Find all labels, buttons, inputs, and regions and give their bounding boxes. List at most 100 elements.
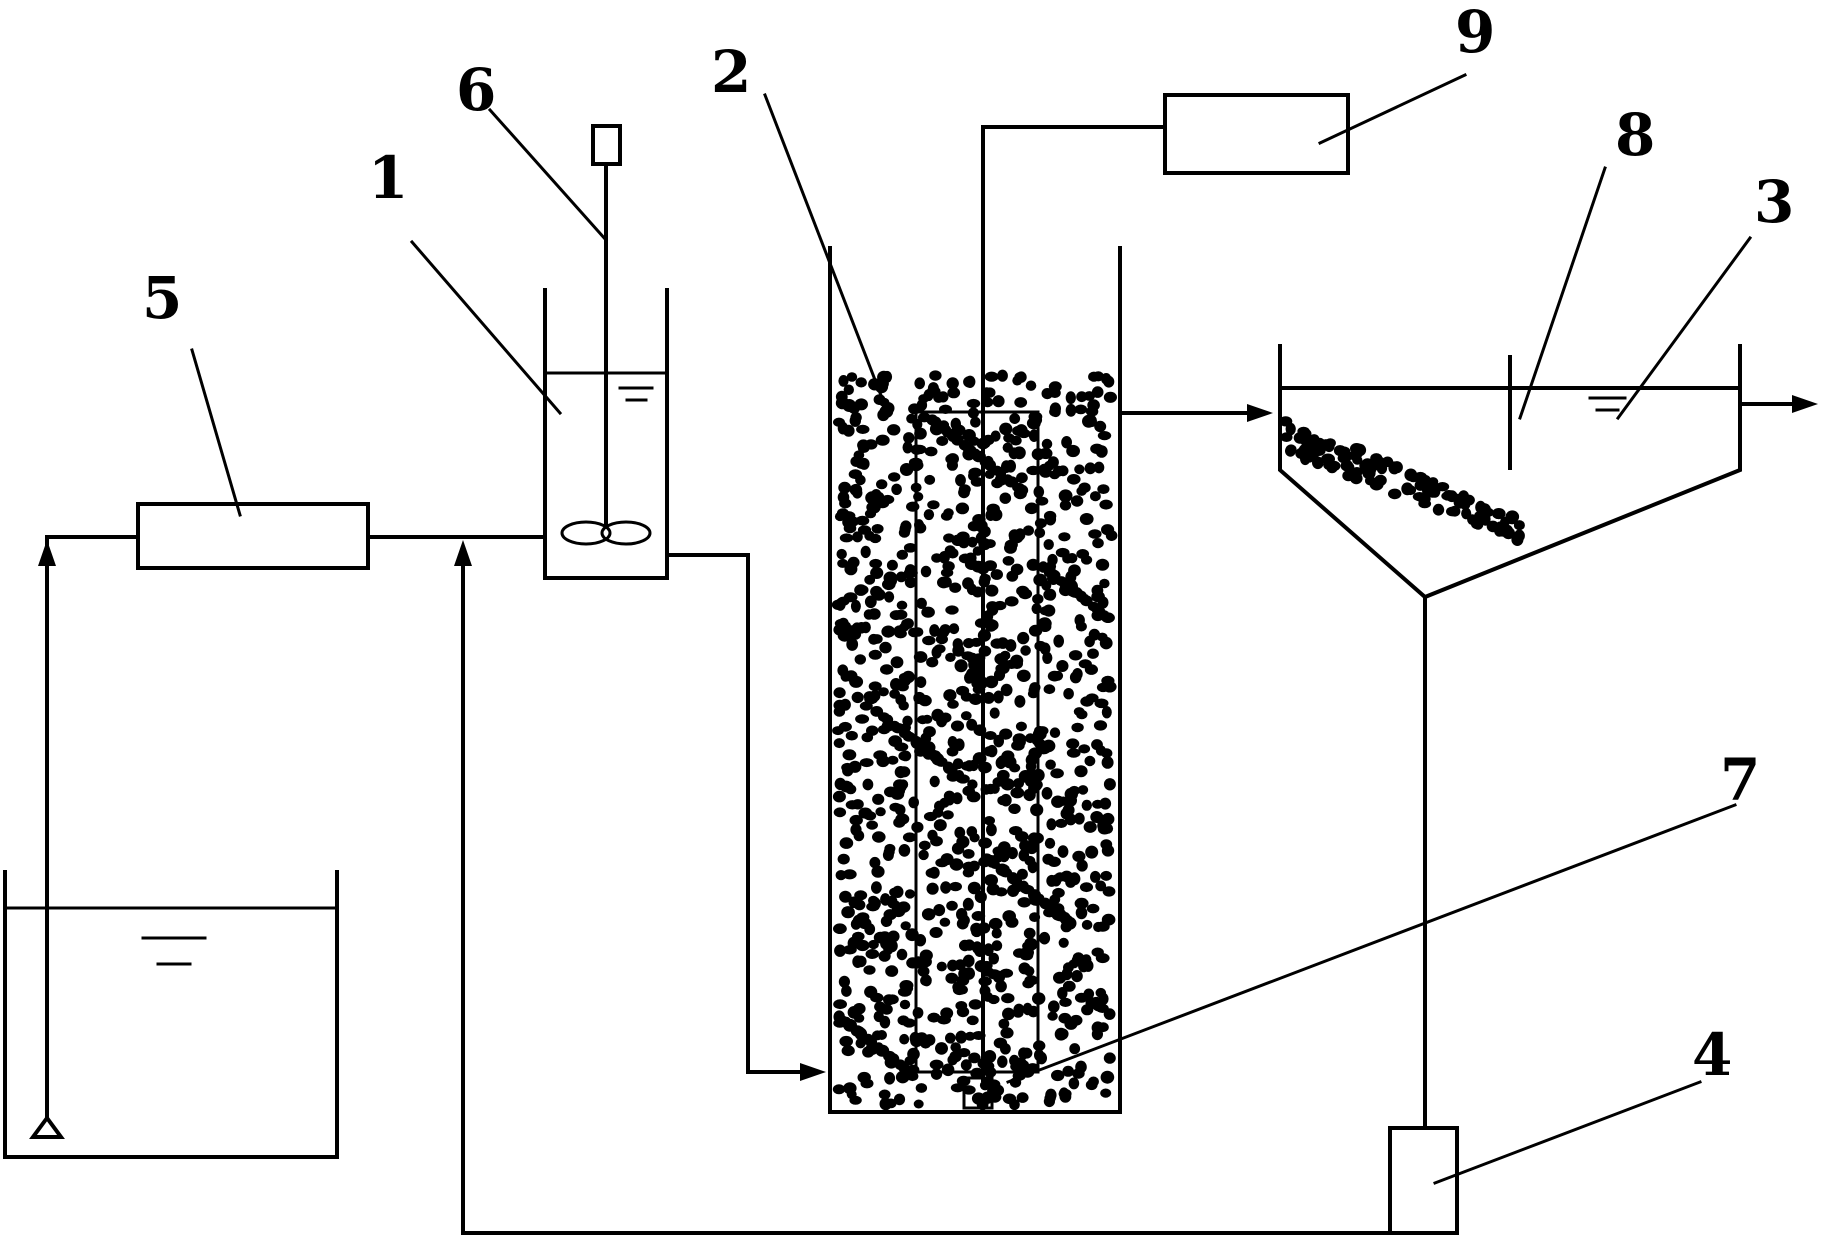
carrier-particle [945,1032,956,1044]
carrier-particle [978,761,992,774]
carrier-particle [868,939,879,950]
carrier-particle [1054,1027,1068,1041]
carrier-particle [1342,470,1355,482]
carrier-particle [887,424,901,436]
carrier-particle [933,819,947,832]
carrier-particle [961,651,975,661]
carrier-particle [1004,596,1019,607]
carrier-particle [886,895,898,909]
carrier-particle [1094,698,1109,709]
carrier-particle [1054,872,1066,882]
carrier-particle [955,1001,968,1011]
carrier-particle [1088,1076,1099,1087]
carrier-particle [1096,682,1110,693]
carrier-particle [960,711,972,721]
return-pump [1388,1126,1459,1235]
carrier-particle [884,591,895,603]
carrier-particle [986,744,998,758]
carrier-particle [964,1031,976,1041]
carrier-particle [1025,380,1037,391]
carrier-particle [887,930,900,943]
carrier-particle [1091,584,1104,597]
carrier-particle [1045,588,1057,601]
carrier-particle [967,407,980,419]
carrier-particle [921,606,935,618]
carrier-particle [855,515,870,526]
carrier-particle [1077,785,1089,795]
carrier-particle [1103,1052,1116,1064]
carrier-particle [839,533,854,543]
carrier-particle [913,1099,924,1109]
carrier-particle [875,434,890,446]
carrier-particle [1068,872,1081,886]
carrier-particle [982,397,994,408]
carrier-particle [1101,748,1113,759]
carrier-particle [1036,744,1051,755]
carrier-particle [1059,997,1072,1008]
carrier-particle [888,735,903,747]
carrier-particle [968,759,979,772]
carrier-particle [1024,855,1036,866]
carrier-particle [1085,693,1099,703]
carrier-particle [870,706,884,717]
carrier-particle [954,659,968,673]
carrier-particle [980,966,995,977]
carrier-particle [1103,778,1116,791]
carrier-particle [1045,759,1056,770]
carrier-particle [1066,748,1081,758]
carrier-particle [997,369,1008,382]
carrier-particle [1033,573,1048,587]
carrier-particle [1074,812,1085,825]
carrier-particle [1066,553,1078,564]
carrier-particle [833,999,847,1010]
carrier-particle [868,895,879,906]
carrier-particle [895,694,907,706]
carrier-particle [846,372,858,382]
carrier-particle [872,831,886,843]
carrier-particle [986,855,997,868]
carrier-particle [921,714,933,724]
carrier-particle [841,906,855,919]
carrier-particle [933,904,946,917]
carrier-particle [1442,490,1456,501]
carrier-particle [1502,527,1515,540]
carrier-particle [1014,528,1026,541]
carrier-particle [841,985,852,997]
carrier-particle [1043,684,1056,695]
carrier-particle [869,558,883,569]
carrier-particle [1333,445,1345,456]
carrier-particle [854,890,868,901]
carrier-particle [1063,688,1074,700]
carrier-particle [836,548,847,560]
carrier-particle [939,404,952,414]
carrier-particle [1057,987,1068,1000]
carrier-particle [923,1034,936,1046]
carrier-particle [1041,388,1054,400]
carrier-particle [997,1055,1008,1068]
carrier-particle [1285,422,1296,436]
carrier-particle [908,796,919,809]
carrier-particle [838,375,849,387]
carrier-particle [1067,474,1081,485]
carrier-particle [869,690,881,702]
carrier-particles [831,369,1525,1111]
carrier-particle [893,817,906,828]
carrier-particle [890,656,904,669]
carrier-particle [946,900,958,911]
carrier-particle [927,500,940,510]
carrier-particle [1048,381,1062,392]
carrier-particle [974,618,987,628]
carrier-particle [1090,870,1101,883]
carrier-particle [968,470,979,481]
carrier-particle [833,687,846,699]
carrier-particle [947,699,959,709]
carrier-particle [949,881,962,892]
carrier-particle [998,864,1010,875]
carrier-particle [992,777,1005,787]
carrier-particle [1071,722,1084,733]
carrier-particle [1513,520,1525,531]
carrier-particle [848,469,863,480]
carrier-particle [1018,588,1033,600]
carrier-particle [1015,721,1027,732]
carrier-particle [837,664,849,677]
